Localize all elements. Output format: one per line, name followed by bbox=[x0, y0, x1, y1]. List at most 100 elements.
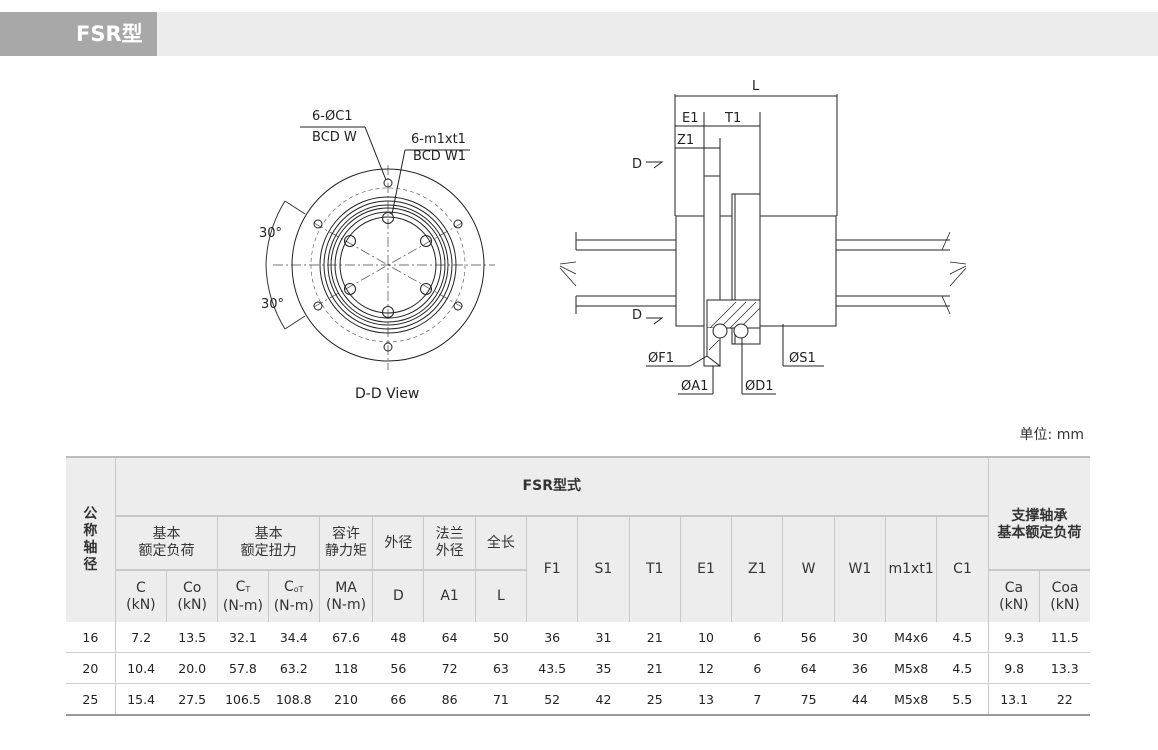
tap-label-bcd-w1: BCD W1 bbox=[413, 149, 467, 164]
spec-table: 公 称 轴 径 FSR型式 支撑轴承 基本额定负荷 基本 额定负荷 基本 额定扭… bbox=[66, 456, 1090, 716]
flange-diameter-header: 法兰 外径 bbox=[423, 515, 476, 570]
dim-F1: ØF1 bbox=[648, 351, 674, 366]
table-cell: M5x8 bbox=[885, 652, 937, 684]
table-cell: 12 bbox=[680, 652, 732, 684]
nominal-char-4: 径 bbox=[83, 557, 98, 573]
total-length-header: 全长 bbox=[474, 515, 527, 570]
table-cell: M5x8 bbox=[885, 683, 937, 716]
col-header-E1: E1 bbox=[679, 515, 732, 622]
support-line-2: 基本额定负荷 bbox=[997, 524, 1082, 541]
table-cell: 13.1 bbox=[987, 683, 1040, 716]
nominal-diameter-cell: 16 bbox=[66, 622, 116, 653]
view-caption: D-D View bbox=[355, 386, 420, 402]
table-cell: 6 bbox=[731, 652, 783, 684]
col-MA-symbol: MA bbox=[335, 579, 357, 596]
table-cell: 56 bbox=[372, 652, 424, 684]
table-cell: 7.2 bbox=[115, 622, 167, 653]
header-band bbox=[0, 12, 1158, 56]
table-cell: 20.0 bbox=[166, 652, 218, 684]
table-cell: 4.5 bbox=[936, 622, 989, 653]
table-cell: M4x6 bbox=[885, 622, 937, 653]
table-cell: 6 bbox=[731, 622, 783, 653]
table-cell: 42 bbox=[577, 683, 630, 716]
table-cell: 43.5 bbox=[526, 652, 578, 684]
dim-T1: T1 bbox=[725, 111, 742, 126]
basic-load-line-2: 额定负荷 bbox=[138, 543, 195, 559]
table-cell: 75 bbox=[782, 683, 835, 716]
dim-D1: ØD1 bbox=[745, 379, 774, 394]
basic-load-line-1: 基本 bbox=[152, 526, 181, 542]
col-header-Z1: Z1 bbox=[731, 515, 783, 622]
table-cell: 210 bbox=[319, 683, 373, 716]
table-cell: 72 bbox=[423, 652, 476, 684]
col-Co-unit: (kN) bbox=[177, 596, 207, 613]
model-header: FSR型式 bbox=[114, 456, 989, 516]
table-cell: 36 bbox=[526, 622, 578, 653]
nominal-diameter-header: 公 称 轴 径 bbox=[66, 456, 116, 622]
section-marker-bottom: D bbox=[632, 308, 643, 323]
col-CT-symbol: C bbox=[235, 578, 246, 595]
col-header-L: L bbox=[474, 569, 527, 622]
table-cell: 25 bbox=[629, 683, 681, 716]
col-header-C1: C1 bbox=[936, 515, 989, 622]
col-Ca-symbol: Ca bbox=[1004, 579, 1024, 596]
col-CoT-unit: (N-m) bbox=[273, 597, 314, 614]
unit-label: 单位: mm bbox=[1019, 427, 1084, 443]
table-cell: 5.5 bbox=[936, 683, 989, 716]
table-cell: 52 bbox=[526, 683, 578, 716]
table-cell: 50 bbox=[475, 622, 527, 653]
hole-label-bcd-w: BCD W bbox=[312, 130, 357, 145]
nominal-diameter-cell: 25 bbox=[66, 683, 116, 716]
flange-line-1: 法兰 bbox=[435, 526, 464, 542]
col-header-MA: MA (N-m) bbox=[318, 569, 373, 622]
col-CoT-symbol: C bbox=[283, 578, 294, 595]
nominal-char-1: 公 bbox=[83, 506, 98, 522]
basic-load-header: 基本 额定负荷 bbox=[114, 515, 218, 570]
basic-torque-line-2: 额定扭力 bbox=[240, 543, 297, 559]
table-cell: 48 bbox=[372, 622, 424, 653]
tap-label-m1xt1: 6-m1xt1 bbox=[411, 132, 466, 147]
col-header-A1: A1 bbox=[423, 569, 476, 622]
table-cell: 15.4 bbox=[115, 683, 167, 716]
col-CT-unit: (N-m) bbox=[222, 597, 264, 614]
table-cell: 86 bbox=[423, 683, 476, 716]
table-cell: 63 bbox=[475, 652, 527, 684]
col-CoT-subscript: oT bbox=[293, 584, 304, 594]
col-header-W1: W1 bbox=[833, 515, 886, 622]
basic-torque-line-1: 基本 bbox=[254, 526, 283, 542]
col-header-CT: CT (N-m) bbox=[217, 569, 269, 622]
table-cell: 108.8 bbox=[268, 683, 320, 716]
nominal-diameter-cell: 20 bbox=[66, 652, 116, 684]
table-cell: 11.5 bbox=[1039, 622, 1090, 653]
section-view-svg bbox=[559, 94, 967, 395]
table-cell: 30 bbox=[834, 622, 886, 653]
dd-view-drawing: 6-ØC1 BCD W 6-m1xt1 BCD W1 30° 30° D-D V… bbox=[255, 110, 515, 401]
table-cell: 27.5 bbox=[166, 683, 218, 716]
table-cell: 10 bbox=[680, 622, 732, 653]
static-moment-line-1: 容许 bbox=[332, 526, 361, 542]
col-header-F1: F1 bbox=[526, 515, 578, 622]
table-cell: 13.3 bbox=[1039, 652, 1090, 684]
col-header-CoT: CoT (N-m) bbox=[267, 569, 320, 622]
dim-A1: ØA1 bbox=[681, 379, 709, 394]
dim-L: L bbox=[752, 79, 760, 94]
dim-E1: E1 bbox=[682, 111, 699, 126]
table-cell: 7 bbox=[731, 683, 783, 716]
col-C-symbol: C bbox=[136, 579, 146, 596]
table-cell: 56 bbox=[782, 622, 835, 653]
table-cell: 9.3 bbox=[987, 622, 1040, 653]
outer-diameter-header: 外径 bbox=[372, 515, 424, 570]
table-cell: 31 bbox=[577, 622, 630, 653]
table-cell: 21 bbox=[629, 622, 681, 653]
col-Co-symbol: Co bbox=[183, 579, 202, 596]
table-cell: 66 bbox=[372, 683, 424, 716]
table-cell: 106.5 bbox=[217, 683, 269, 716]
table-cell: 35 bbox=[577, 652, 630, 684]
support-bearing-header: 支撑轴承 基本额定负荷 bbox=[987, 456, 1090, 570]
col-header-C: C (kN) bbox=[114, 569, 167, 622]
table-cell: 67.6 bbox=[319, 622, 373, 653]
page-title: FSR型 bbox=[0, 12, 157, 56]
